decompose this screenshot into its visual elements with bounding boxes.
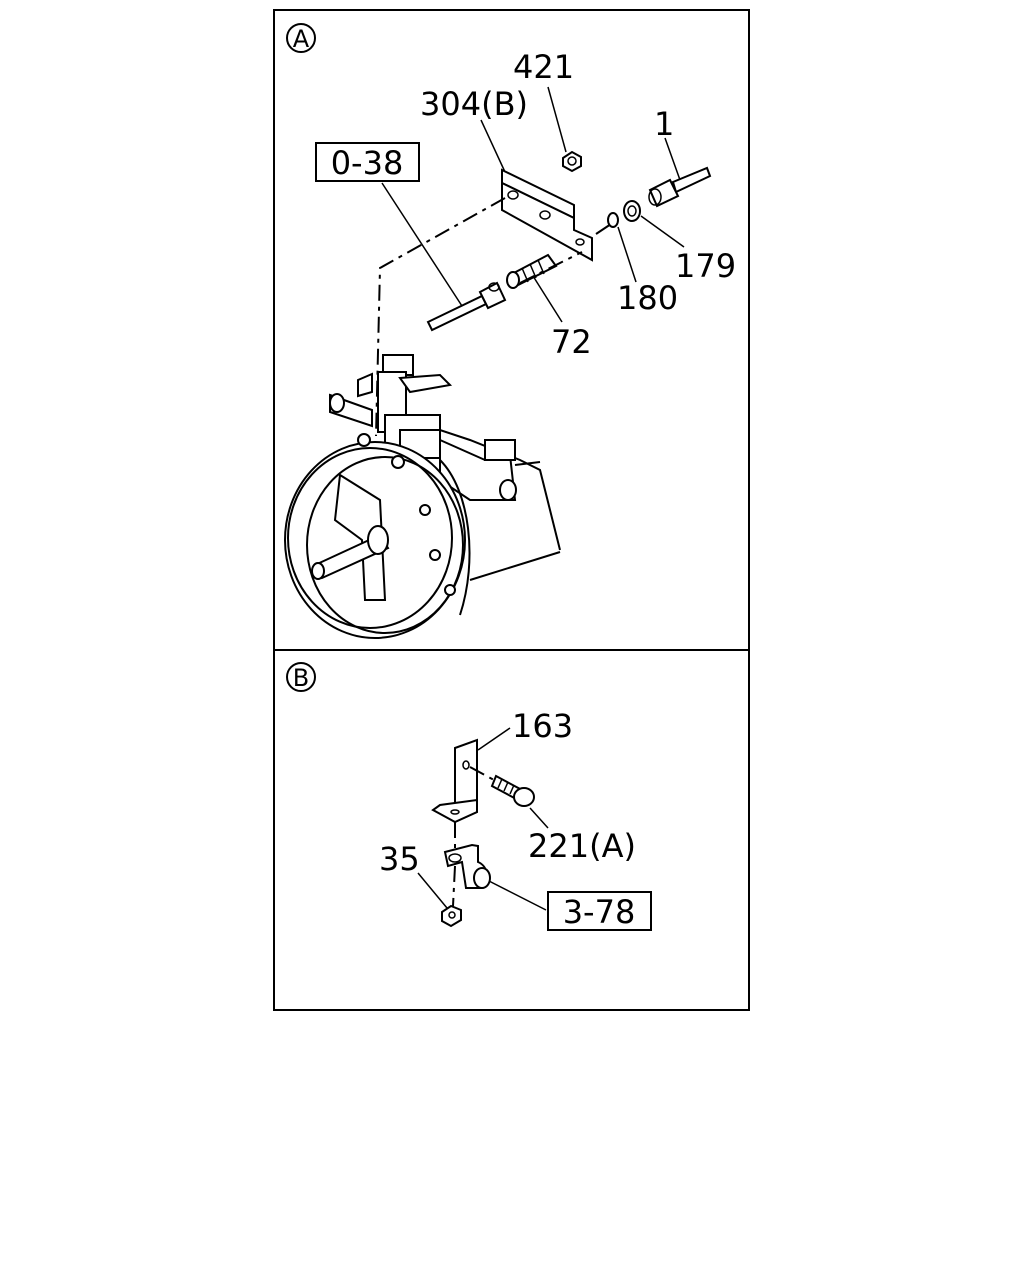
bracket-163	[431, 738, 478, 824]
ref-box-0-38[interactable]: 0-38	[331, 144, 404, 182]
nut-421	[562, 150, 582, 173]
nut-35	[441, 904, 462, 928]
bolt-221a	[490, 774, 535, 807]
cable-0-38	[426, 281, 507, 332]
leader-lines-a	[381, 86, 685, 323]
leader-lines-b	[417, 727, 549, 911]
label-163: 163	[512, 707, 573, 745]
nut-179	[623, 200, 641, 222]
label-221a: 221(A)	[528, 827, 636, 865]
panel-b-marker: B	[293, 664, 309, 692]
assembly-lines-a	[375, 197, 612, 437]
label-180: 180	[617, 279, 678, 317]
panel-a: A 0-38 421 304(B) 1 179 180 72	[284, 23, 736, 639]
injection-pump	[284, 354, 561, 639]
clip-3-78	[443, 843, 491, 889]
ref-box-0-38-frame	[315, 142, 420, 182]
label-1: 1	[654, 105, 674, 143]
panel-b: B 3-78 163 221(A) 35	[286, 662, 652, 931]
panel-a-marker-circle	[286, 23, 316, 53]
panel-b-frame	[273, 649, 750, 1011]
label-35: 35	[379, 840, 420, 878]
assembly-lines-b	[452, 766, 495, 907]
cable-end-1	[648, 166, 712, 208]
ref-box-3-78[interactable]: 3-78	[563, 893, 636, 931]
bracket-304b	[501, 168, 593, 262]
fitting-72	[506, 253, 558, 289]
washer-180	[607, 212, 619, 228]
panel-a-marker: A	[293, 25, 310, 53]
label-72: 72	[551, 323, 592, 361]
label-179: 179	[675, 247, 736, 285]
ref-box-3-78-frame	[547, 891, 652, 931]
panel-b-marker-circle	[286, 662, 316, 692]
label-421: 421	[513, 48, 574, 86]
label-304b: 304(B)	[420, 85, 528, 123]
